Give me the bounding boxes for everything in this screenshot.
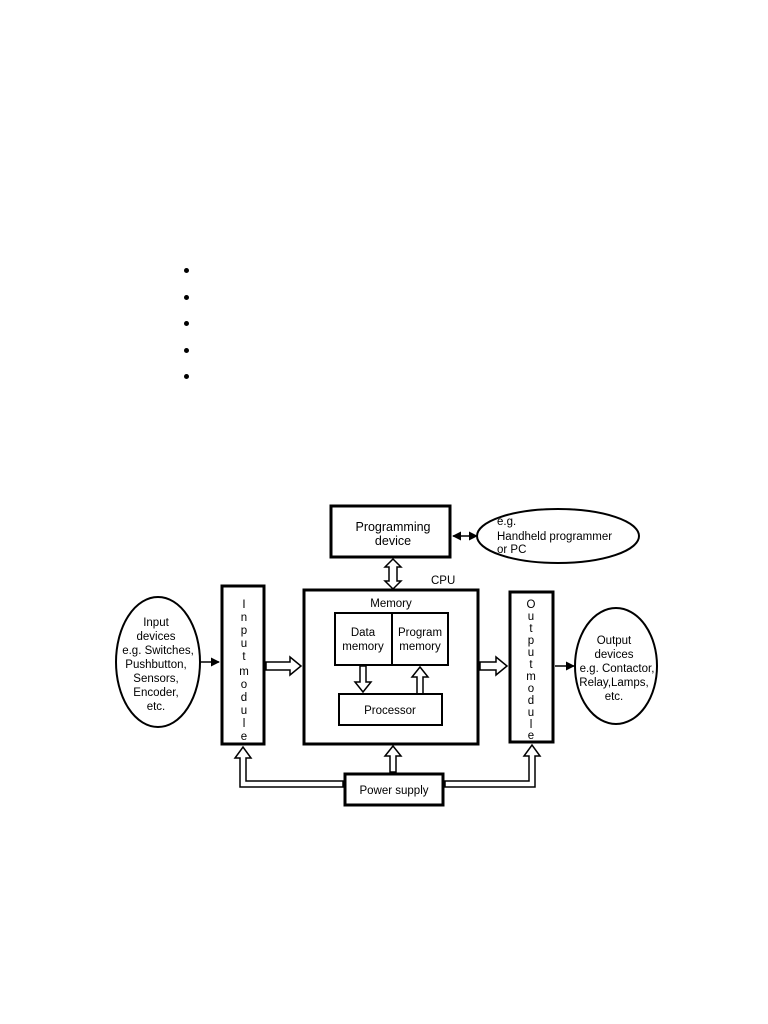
cpu-label: CPU [431, 575, 455, 587]
output-module-char: l [530, 719, 533, 731]
input-module-to-cpu-arrow [265, 655, 303, 677]
processor-label: Processor [364, 705, 416, 717]
program-memory-label-2: memory [399, 641, 441, 653]
bullet-dot [184, 374, 189, 379]
output-module-char: O [527, 599, 536, 611]
input-module-char: n [241, 612, 247, 624]
output-module-char: t [529, 659, 533, 671]
input-devices-line-1: Input [143, 617, 169, 629]
data-memory-label-1: Data [351, 627, 376, 639]
data-memory-label-2: memory [342, 641, 384, 653]
output-module-char: m [526, 671, 536, 683]
program-memory-label-1: Program [398, 627, 442, 639]
power-supply-box: Power supply [343, 772, 445, 807]
data-memory-to-processor-arrow [353, 665, 373, 694]
programming-cpu-arrow [383, 557, 403, 591]
input-devices-line-2: devices [137, 631, 176, 643]
power-to-cpu-arrow [383, 744, 403, 773]
output-module-char: t [529, 623, 533, 635]
input-module-char: t [242, 651, 246, 663]
output-module-char: u [528, 647, 534, 659]
program-memory-box: Program memory [391, 612, 449, 666]
input-module-char: m [239, 666, 249, 678]
output-module-char: o [528, 683, 534, 695]
bullet-dot [184, 321, 189, 326]
output-devices-line-4: Relay,Lamps, [579, 677, 648, 689]
output-devices-line-3: e.g. Contactor, [580, 663, 655, 675]
processor-to-program-memory-arrow [410, 665, 430, 695]
bullet-dot [184, 268, 189, 273]
input-module-box: I n p u t m o d u l e [220, 584, 266, 746]
programming-device-label-2: device [375, 534, 411, 548]
data-memory-box: Data memory [334, 612, 393, 666]
output-module-char: e [528, 730, 534, 742]
programming-device-box: Programming device [329, 504, 452, 559]
input-module-char: u [241, 705, 247, 717]
power-to-output-module-arrow [444, 743, 542, 788]
output-devices-ellipse: Output devices e.g. Contactor, Relay,Lam… [574, 607, 658, 725]
input-devices-line-5: Sensors, [133, 673, 178, 685]
input-devices-line-4: Pushbutton, [125, 659, 186, 671]
programmer-example-line-2: Handheld programmer [497, 531, 612, 543]
programmer-example-line-3: or PC [497, 544, 526, 556]
input-module-char: d [241, 692, 247, 704]
input-devices-ellipse: Input devices e.g. Switches, Pushbutton,… [115, 596, 201, 728]
output-module-char: u [528, 611, 534, 623]
output-devices-line-5: etc. [605, 691, 624, 703]
output-module-char: p [528, 635, 534, 647]
input-module-char: u [241, 638, 247, 650]
power-supply-label: Power supply [359, 785, 428, 797]
input-module-char: e [241, 731, 247, 743]
power-to-input-module-arrow [233, 745, 344, 788]
bullet-dot [184, 347, 189, 353]
programmer-example-line-1: e.g. [497, 516, 516, 528]
input-module-char: o [241, 679, 247, 691]
input-devices-line-7: etc. [147, 701, 166, 713]
input-devices-line-3: e.g. Switches, [122, 645, 194, 657]
output-devices-line-1: Output [597, 635, 632, 647]
output-module-char: d [528, 695, 534, 707]
memory-label: Memory [370, 598, 412, 610]
input-module-char: l [243, 718, 246, 730]
cpu-to-output-module-arrow [479, 655, 509, 677]
input-module-char: I [242, 599, 245, 611]
output-module-box: O u t p u t m o d u l e [508, 590, 555, 744]
programming-device-label-1: Programming [355, 520, 430, 534]
input-devices-line-6: Encoder, [133, 687, 178, 699]
programmer-example-ellipse: e.g. Handheld programmer or PC [476, 508, 640, 564]
output-devices-line-2: devices [595, 649, 634, 661]
bullet-dot [184, 294, 189, 300]
input-module-char: p [241, 625, 247, 637]
processor-box: Processor [338, 693, 443, 726]
output-module-char: u [528, 707, 534, 719]
